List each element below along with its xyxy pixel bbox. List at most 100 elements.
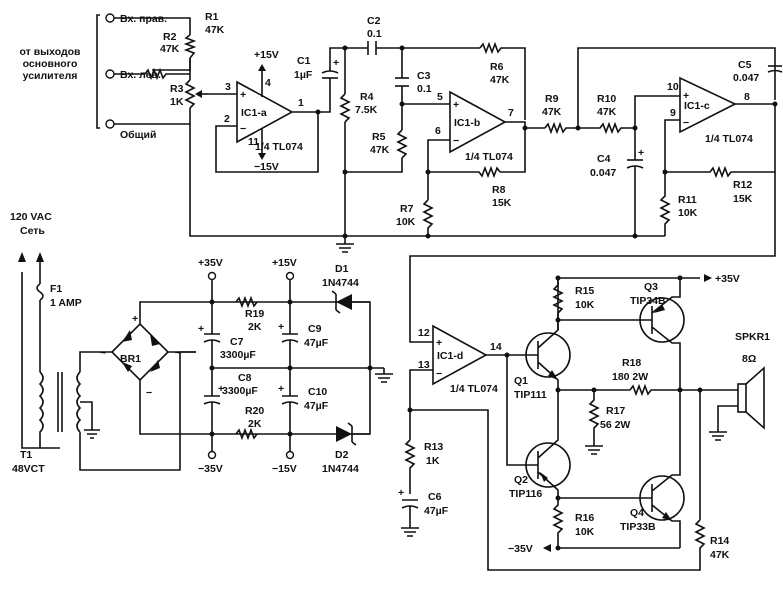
c2-capacitor [367,41,377,55]
r5-resistor [396,129,408,159]
r15-resistor [552,278,564,330]
junction [677,275,683,281]
wire-ic1c-to-ic1d [409,172,776,343]
ic1a-feedback-wire [215,111,319,173]
wire-to-ic1c-plus [634,95,680,128]
r10-resistor [578,121,635,135]
junction [425,233,431,239]
junction [697,387,703,393]
d1-value: 1N4744 [322,277,359,289]
r16-resistor [552,498,564,548]
r20-ref: R20 [245,405,264,417]
junction [209,365,215,371]
junction [342,169,348,175]
pin-1-label: 1 [298,97,304,109]
r2-value: 47K [160,43,180,55]
r18-resistor [629,383,680,397]
r6-resistor [479,41,526,120]
wire-c5-loop [577,47,776,128]
minus35-terminal [207,450,217,460]
d2-value: 1N4744 [322,463,359,475]
c9-capacitor: + [278,302,299,368]
r2-resistor [144,67,190,81]
r12-value: 15K [733,193,753,205]
minus15-terminal [285,450,295,460]
r12-resistor [695,104,776,179]
input-source-note-line3: усилителя [23,70,78,82]
r4-resistor [339,93,351,123]
wire-t1-to-bridge [79,351,196,471]
wire-positive-rail [139,301,370,324]
rail-minus35-output: −35V [508,543,533,555]
input-right-label: Вх. прав. [120,13,167,25]
pin-6-label: 6 [435,125,441,137]
wire-ic1b-out [505,121,545,129]
ic1c-part: 1/4 TL074 [705,133,753,145]
r13-ref: R13 [424,441,443,453]
r10-ref: R10 [597,93,616,105]
r10-value: 47K [597,106,617,118]
rail-plus15-supply: +15V [272,257,297,269]
r17-ref: R17 [606,405,625,417]
r4-ref: R4 [360,91,374,103]
r14-resistor [694,519,706,552]
q1-value: TIP111 [514,389,547,401]
supply-ground-symbol [375,368,393,383]
minus35-arrow [543,544,551,552]
r3-potentiometer [184,79,208,109]
f1-value: 1 AMP [50,297,82,309]
r8-ref: R8 [492,184,506,196]
r6-ref: R6 [490,61,504,73]
r3-ref: R3 [170,83,184,95]
ic1c-opamp: + − [679,76,737,134]
ic1b-name: IC1-b [454,117,480,129]
r15-value: 10K [575,299,595,311]
pin-11-label: 11 [248,136,259,148]
r20-value: 2K [248,418,262,430]
c7-ref: C7 [230,336,244,348]
c4-value: 0.047 [590,167,616,179]
q4-transistor [637,390,685,548]
r16-ref: R16 [575,512,594,524]
r7-resistor [422,199,434,236]
c3-capacitor [395,77,409,87]
pin-4-label: 4 [265,77,271,89]
junction [425,169,431,175]
r14-value: 47K [710,549,730,561]
q2-transistor [524,390,571,498]
r16-value: 10K [575,526,595,538]
r9-value: 47K [542,106,562,118]
ic1d-plus: + [436,337,442,349]
q3-transistor [637,278,685,390]
mains-plug-arrows [18,252,60,449]
r11-ref: R11 [678,194,697,206]
ic1a-plus15-label: +15V [254,49,279,61]
f1-fuse [36,270,44,360]
ic1a-vminus-arrow [258,153,266,160]
input-common-terminal [105,119,115,129]
r7-ref: R7 [400,203,414,215]
q4-value: TIP33B [620,521,656,533]
c8-capacitor: + [203,368,224,434]
ic1b-opamp: + − [449,90,507,154]
r1-ref: R1 [205,11,219,23]
r18-value: 180 2W [612,371,648,383]
spkr1-speaker-icon [709,366,765,441]
c7-plus: + [198,323,204,335]
r19-value: 2K [248,321,262,333]
ic1a-vplus-arrow [258,64,266,71]
d1-ref: D1 [335,263,349,275]
c1-ref: C1 [297,55,311,67]
plus15-terminal [285,271,295,281]
r15-ref: R15 [575,285,594,297]
ic1d-part: 1/4 TL074 [450,383,498,395]
pin-12-label: 12 [418,327,430,339]
r20-resistor [235,427,258,441]
d2-ref: D2 [335,449,349,461]
f1-ref: F1 [50,283,62,295]
c1-plus: + [333,57,339,69]
pin-9-label: 9 [670,107,676,119]
ic1b-minus: − [453,135,459,147]
mains-label: Сеть [20,225,45,237]
